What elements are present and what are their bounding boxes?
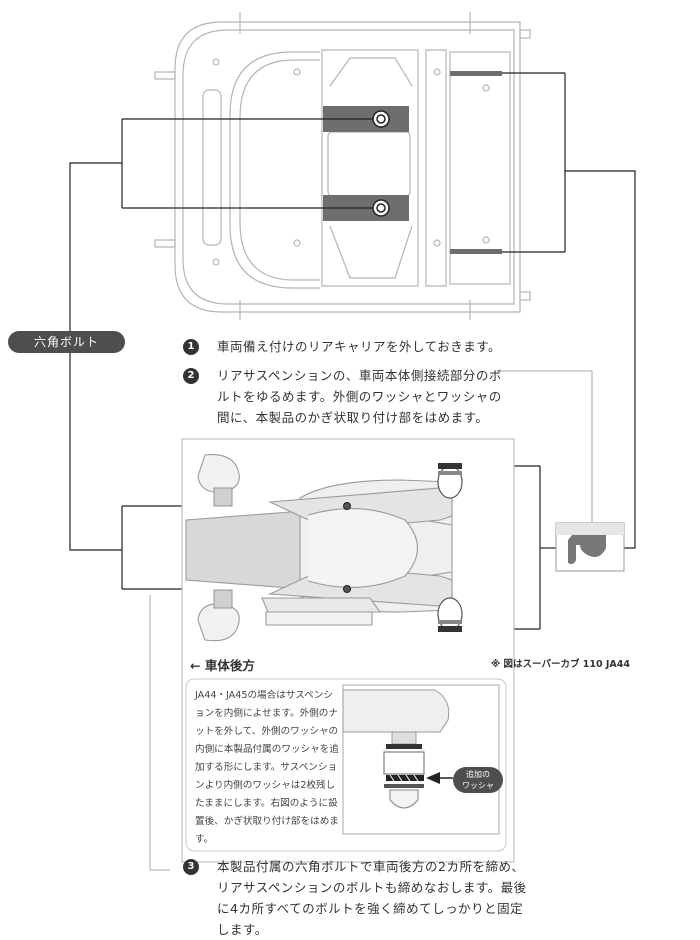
hex-bolt-marker-top <box>343 502 351 510</box>
step-3: 3 本製品付属の六角ボルトで車両後方の2カ所を締め、リアサスペンションのボルトも… <box>183 856 528 940</box>
step-2-text: リアサスペンションの、車両本体側接続部分のボルトをゆるめます。外側のワッシャとワ… <box>217 368 502 425</box>
step-1: 1 車両備え付けのリアキャリアを外しておきます。 <box>183 336 513 357</box>
inset-note-box <box>185 678 507 852</box>
rear-suspension-top <box>437 463 463 499</box>
step-1-text: 車両備え付けのリアキャリアを外しておきます。 <box>217 339 502 354</box>
step-2: 2 リアサスペンションの、車両本体側接続部分のボルトをゆるめます。外側のワッシャ… <box>183 365 508 428</box>
rear-rod-top <box>450 71 502 76</box>
step-2-number: 2 <box>183 368 199 384</box>
step-3-number: 3 <box>183 859 199 875</box>
inset-note-text: JA44・JA45の場合はサスペンションを内側によせます。外側のナットを外して、… <box>195 690 339 845</box>
step-3-text: 本製品付属の六角ボルトで車両後方の2カ所を締め、リアサスペンションのボルトも締め… <box>217 859 527 937</box>
hex-bolt-label: 六角ボルト <box>8 331 125 353</box>
leader-lines <box>149 370 593 871</box>
step-1-number: 1 <box>183 339 199 355</box>
rear-rod-bottom <box>450 249 502 254</box>
motorcycle-rear-illustration <box>185 454 453 642</box>
rear-suspension-bottom <box>437 597 463 632</box>
hook-bracket-top <box>323 106 409 132</box>
vehicle-rear-direction-label: ← 車体後方 <box>190 658 255 673</box>
hex-bolt-marker-bottom <box>343 585 351 593</box>
carrier-frame-illustration <box>154 12 531 320</box>
washer-detail-illustration <box>342 684 500 835</box>
added-washer-label: 追加の ワッシャ <box>453 767 503 793</box>
hook-detail-illustration <box>555 522 625 572</box>
model-note: ※ 図はスーパーカブ 110 JA44 <box>491 659 631 670</box>
